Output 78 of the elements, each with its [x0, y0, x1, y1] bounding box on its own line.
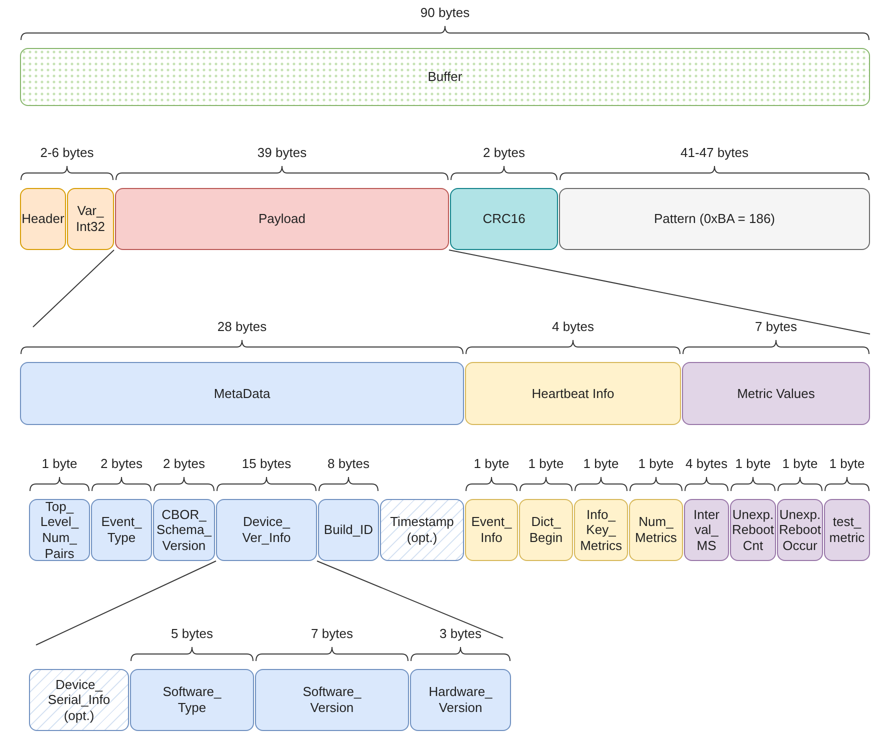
byte-count-label: 1 byte	[40, 456, 78, 471]
field-box	[410, 669, 511, 731]
byte-count-label: 4 bytes	[684, 456, 728, 471]
byte-count-label: 1 byte	[582, 456, 620, 471]
byte-count-label: 39 bytes	[256, 145, 308, 160]
field-box	[153, 499, 215, 561]
field-box	[91, 499, 152, 561]
field-name: Info_ Key_ Metrics	[580, 506, 622, 554]
field-name: Device_ Ver_Info	[242, 514, 291, 546]
field-box	[130, 669, 254, 731]
field-box	[519, 499, 573, 561]
field-box	[255, 669, 409, 731]
field-box	[730, 499, 776, 561]
byte-count-label: 15 bytes	[240, 456, 292, 471]
field-name: test_ metric	[829, 514, 865, 546]
field-name: Top_ Level_ Num_ Pairs	[40, 498, 79, 562]
field-name: Event_ Type	[101, 514, 142, 546]
byte-count-label: 7 bytes	[754, 319, 798, 334]
field-name: Num_ Metrics	[635, 514, 677, 546]
field-name: Buffer	[428, 69, 462, 85]
field-name: Software_ Version	[302, 684, 362, 716]
field-box	[777, 499, 823, 561]
byte-count-label: 1 byte	[781, 456, 819, 471]
field-box	[29, 669, 129, 731]
field-box	[559, 188, 870, 250]
field-box	[67, 188, 114, 250]
byte-count-label: 1 byte	[527, 456, 565, 471]
field-name: Var_ Int32	[76, 203, 105, 235]
field-name: Hardware_ Version	[428, 684, 492, 716]
byte-count-label: 1 byte	[734, 456, 772, 471]
field-box	[20, 188, 66, 250]
byte-count-label: 1 byte	[472, 456, 510, 471]
field-box	[115, 188, 449, 250]
field-name: Pattern (0xBA = 186)	[654, 211, 776, 227]
field-box	[450, 188, 558, 250]
field-name: Device_ Serial_Info (opt.)	[48, 676, 110, 724]
field-box	[216, 499, 317, 561]
field-box	[380, 499, 464, 561]
byte-count-label: 90 bytes	[419, 5, 471, 20]
field-name: Inter val_ MS	[693, 506, 720, 554]
field-box	[465, 362, 681, 425]
byte-count-label: 2 bytes	[162, 456, 206, 471]
field-name: Event_ Info	[471, 514, 512, 546]
field-box	[629, 499, 683, 561]
field-box	[29, 499, 90, 561]
field-box	[684, 499, 729, 561]
field-box	[20, 362, 464, 425]
field-name: CRC16	[482, 211, 526, 227]
field-box	[682, 362, 870, 425]
byte-count-label: 2 bytes	[100, 456, 144, 471]
field-name: Software_ Type	[162, 684, 222, 716]
byte-count-label: 8 bytes	[326, 456, 370, 471]
field-name: Dict_ Begin	[529, 514, 563, 546]
field-name: Payload	[258, 211, 306, 227]
field-name: Unexp. Reboot Cnt	[732, 506, 774, 554]
byte-count-label: 41-47 bytes	[680, 145, 750, 160]
field-name: Header	[22, 211, 64, 227]
field-box	[824, 499, 870, 561]
byte-count-label: 2 bytes	[482, 145, 526, 160]
byte-count-label: 3 bytes	[438, 626, 482, 641]
field-box	[465, 499, 518, 561]
field-box	[574, 499, 628, 561]
field-name: Timestamp (opt.)	[390, 514, 454, 546]
byte-count-label: 2-6 bytes	[39, 145, 95, 160]
field-box	[318, 499, 379, 561]
byte-count-label: 5 bytes	[170, 626, 214, 641]
field-name: Heartbeat Info	[532, 386, 614, 402]
field-box	[20, 48, 870, 106]
field-name: Unexp. Reboot Occur	[779, 506, 821, 554]
byte-count-label: 28 bytes	[216, 319, 268, 334]
field-name: Build_ID	[324, 522, 374, 538]
byte-count-label: 1 byte	[828, 456, 866, 471]
byte-count-label: 4 bytes	[551, 319, 595, 334]
field-name: CBOR_ Schema_ Version	[156, 506, 212, 554]
field-name: Metric Values	[737, 386, 815, 402]
field-name: MetaData	[214, 386, 270, 402]
byte-count-label: 1 byte	[637, 456, 675, 471]
byte-count-label: 7 bytes	[310, 626, 354, 641]
